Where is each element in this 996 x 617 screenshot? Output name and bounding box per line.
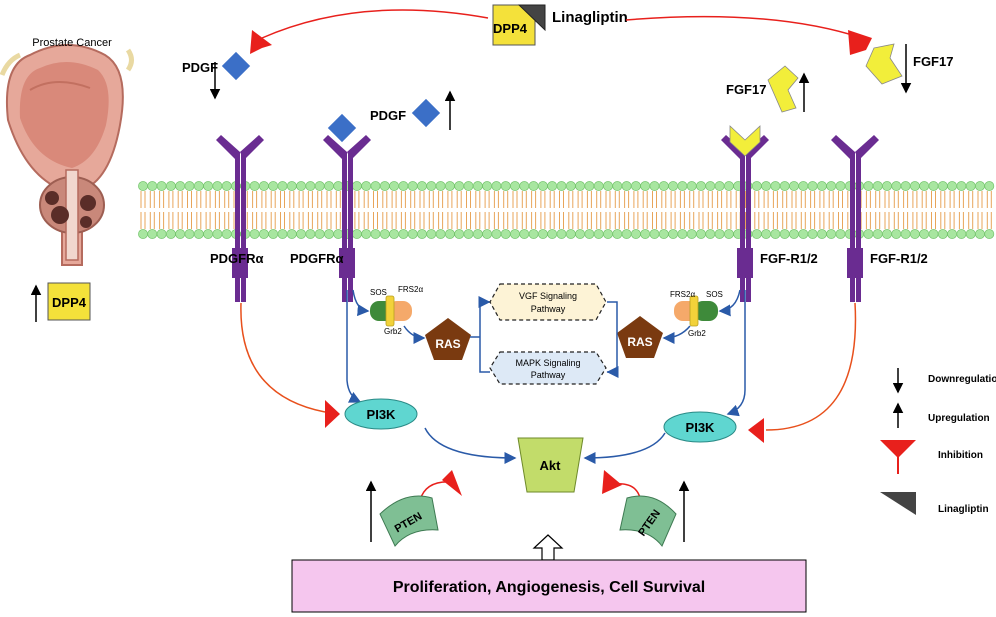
pdgfr-left-inhibit-pi3k-line bbox=[240, 302, 326, 413]
outcome-box bbox=[291, 559, 807, 613]
adaptor-left-frs2a: FRS2α bbox=[398, 285, 423, 294]
ras-right-node bbox=[617, 316, 663, 358]
pdgf-ligand-free bbox=[221, 51, 251, 81]
pdgfr-to-adaptor-arrow bbox=[352, 289, 370, 317]
linagliptin-triangle-icon bbox=[517, 4, 546, 32]
legend-linagliptin-label: Linagliptin bbox=[938, 504, 989, 515]
vgf-pathway-label-1: VGF Signaling bbox=[519, 291, 577, 301]
ras-right-label: RAS bbox=[627, 335, 652, 349]
organ-title: Prostate Cancer bbox=[32, 37, 112, 49]
inhibition-head-pten-left bbox=[442, 470, 462, 496]
pdgf-up-label: PDGF bbox=[370, 108, 406, 123]
adaptor-right-sos: SOS bbox=[706, 290, 723, 299]
fgfr-to-adaptor-arrow bbox=[718, 289, 741, 317]
legend-up-label: Upregulation bbox=[928, 413, 990, 424]
mapk-pathway-label-1: MAPK Signaling bbox=[515, 358, 580, 368]
pdgfr-to-pi3k-arrow bbox=[346, 290, 362, 403]
dpp4-upregulated-tag bbox=[47, 282, 91, 321]
dpp4-enzyme-label: DPP4 bbox=[493, 21, 528, 36]
fgfr-right-inhibit-pi3k-line bbox=[765, 302, 857, 431]
linagliptin-label: Linagliptin bbox=[552, 9, 628, 26]
inhibition-head-fgf17 bbox=[848, 30, 872, 55]
vgf-pathway-label-2: Pathway bbox=[531, 304, 566, 314]
fgf17-ligand-free bbox=[767, 65, 799, 113]
pdgfr-right-label: PDGFRα bbox=[290, 251, 344, 266]
adaptor-left-grb2: Grb2 bbox=[384, 327, 402, 336]
pi3k-left-to-akt-arrow bbox=[424, 427, 517, 464]
dpp4-to-fgf17-inhibit-line bbox=[625, 15, 863, 39]
adaptor-to-ras-right-arrow bbox=[662, 325, 691, 344]
ras-right-bracket bbox=[607, 301, 618, 373]
legend-linagliptin-icon bbox=[880, 492, 916, 515]
pdgf-down-label: PDGF bbox=[182, 60, 218, 75]
fgfr-to-pi3k-arrow bbox=[726, 290, 746, 417]
adaptor-left-sos: SOS bbox=[370, 288, 387, 297]
adaptor-right-grb2: Grb2 bbox=[688, 329, 706, 338]
fgf17-ligand-free-2 bbox=[865, 43, 903, 85]
pi3k-right-label: PI3K bbox=[686, 420, 716, 435]
fgfr-right-label: FGF-R1/2 bbox=[870, 251, 928, 266]
pdgfr-left-label: PDGFRα bbox=[210, 251, 264, 266]
outcome-hollow-arrow bbox=[532, 534, 564, 561]
ras-left-label: RAS bbox=[435, 337, 460, 351]
mapk-pathway-label-2: Pathway bbox=[531, 370, 566, 380]
fgfr-right-receptor bbox=[831, 135, 879, 302]
fgf17-up-label: FGF17 bbox=[726, 82, 766, 97]
adaptor-right-frs2a: FRS2α bbox=[670, 290, 695, 299]
pdgf-bound-ligand bbox=[327, 113, 357, 143]
cell-membrane bbox=[138, 181, 995, 239]
fgfr-left-receptor bbox=[721, 135, 769, 302]
pdgf-ligand-free-2 bbox=[411, 98, 441, 128]
pi3k-left-node bbox=[344, 398, 418, 430]
inhibition-head-pi3k-left bbox=[325, 400, 340, 428]
dpp4-upregulated-label: DPP4 bbox=[52, 295, 87, 310]
inhibition-head-pi3k-right bbox=[748, 418, 764, 443]
ras-left-node bbox=[425, 318, 471, 360]
prostate-organ-illustration bbox=[0, 44, 134, 266]
pten-left-node bbox=[379, 495, 439, 547]
dpp4-to-pdgf-inhibit-line bbox=[261, 9, 489, 39]
fgf17-down-label: FGF17 bbox=[913, 54, 953, 69]
legend-inhibition-label: Inhibition bbox=[938, 450, 983, 461]
mapk-pathway-box bbox=[489, 351, 607, 385]
akt-label: Akt bbox=[540, 458, 562, 473]
inhibition-head-pten-right bbox=[602, 470, 622, 494]
akt-node bbox=[517, 437, 584, 493]
ras-left-bracket bbox=[470, 301, 490, 373]
fgfr-left-label: FGF-R1/2 bbox=[760, 251, 818, 266]
adaptor-complex-left bbox=[370, 295, 412, 327]
legend-down-label: Downregulation bbox=[928, 374, 996, 385]
pi3k-right-to-akt-arrow bbox=[583, 432, 666, 464]
adaptor-complex-right bbox=[674, 295, 718, 327]
outcome-label: Proliferation, Angiogenesis, Cell Surviv… bbox=[393, 579, 705, 596]
inhibition-head-pdgf bbox=[250, 30, 272, 54]
pi3k-left-label: PI3K bbox=[367, 407, 397, 422]
vgf-pathway-box bbox=[489, 283, 607, 321]
pi3k-right-node bbox=[663, 411, 737, 443]
pdgfr-left-receptor bbox=[216, 135, 264, 302]
fgf17-bound-ligand bbox=[729, 125, 761, 157]
pdgfr-right-receptor bbox=[323, 135, 371, 302]
legend-inhibition-icon bbox=[880, 440, 916, 474]
receptor-group bbox=[216, 135, 879, 302]
pten-right-node bbox=[619, 495, 677, 547]
adaptor-to-ras-left-arrow bbox=[403, 325, 426, 344]
